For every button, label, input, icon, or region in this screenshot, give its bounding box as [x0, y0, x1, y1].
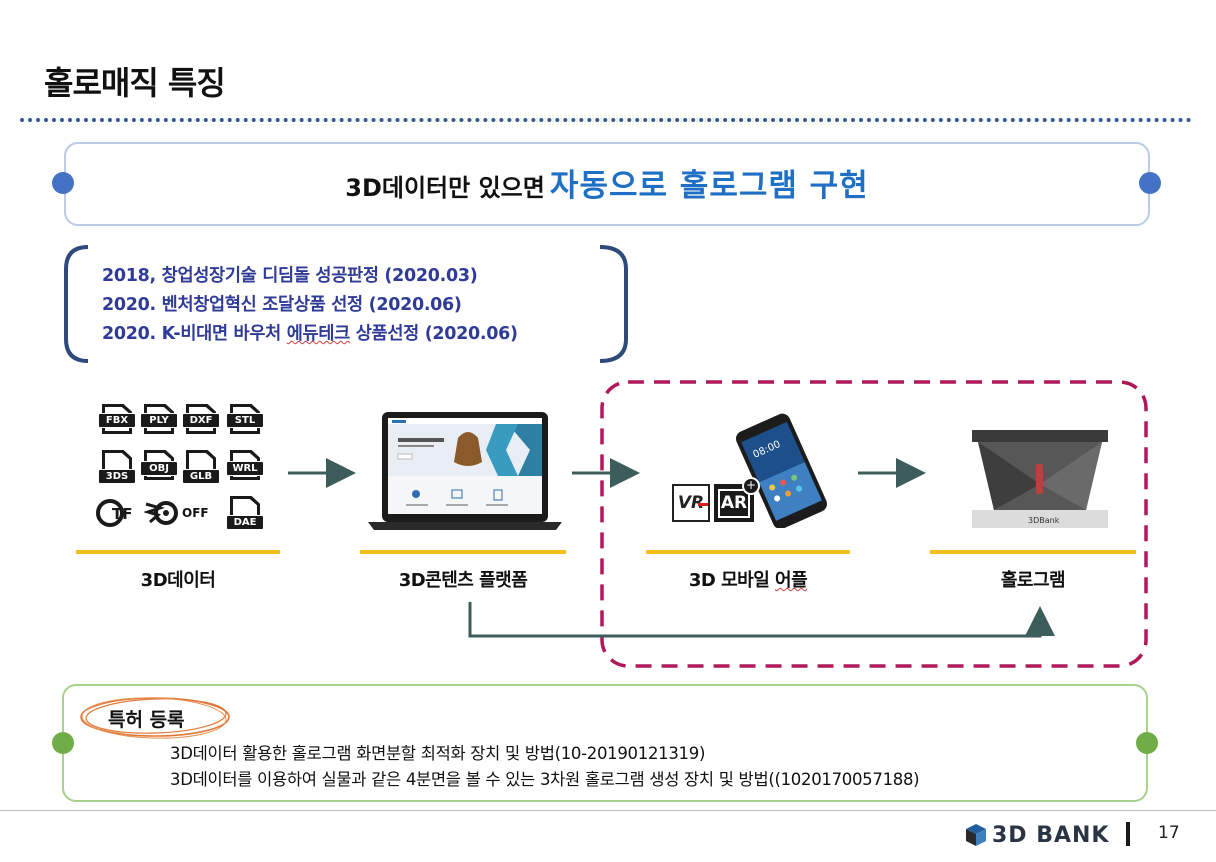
step-bar: [930, 550, 1136, 554]
headline-prefix: 3D데이터만 있으면: [345, 174, 545, 202]
step-bar: [646, 550, 850, 554]
smartphone-icon: 08:00 VR AR +: [668, 412, 834, 530]
headline: 3D데이터만 있으면 자동으로 홀로그램 구현: [64, 160, 1150, 205]
wrl-file-icon: WRL: [226, 450, 264, 480]
file-formats-icon: FBX PLY DXF STL 3DS OBJ GLB WRL TF OFF D…: [96, 402, 276, 532]
headline-box: [64, 142, 1150, 226]
headline-right-dot: [1139, 172, 1161, 194]
svg-text:TF: TF: [112, 505, 132, 523]
page-number: 17: [1158, 823, 1180, 843]
step-label-mobile-app-text: 3D 모바일 어플: [688, 570, 808, 591]
patent-item: 3D데이터를 이용하여 실물과 같은 4분면을 볼 수 있는 3차원 홀로그램 …: [170, 770, 920, 789]
glb-file-icon: GLB: [182, 450, 220, 484]
page-title: 홀로매직 특징: [44, 64, 226, 102]
title-divider: [20, 118, 1192, 122]
blender-icon: [144, 501, 178, 525]
step-label-hologram: 홀로그램: [1000, 570, 1066, 591]
step-label-mobile-app-underlined: 어플: [775, 570, 808, 591]
cert-item-text: 2020. K-비대면 바우처: [102, 324, 287, 344]
step-bar: [360, 550, 566, 554]
fbx-file-icon: FBX: [98, 404, 136, 434]
cert-item: 2020. 벤처창업혁신 조달상품 선정 (2020.06): [102, 295, 462, 315]
patent-right-dot: [1136, 732, 1158, 754]
cert-brackets: [64, 245, 628, 363]
step-label-3d-data: 3D데이터: [140, 570, 216, 591]
patent-list: 3D데이터 활용한 홀로그램 화면분할 최적화 장치 및 방법(10-20190…: [170, 741, 920, 793]
arrow-platform-to-hologram: [468, 602, 1055, 638]
step-label-platform: 3D콘텐츠 플랫폼: [398, 570, 528, 591]
dae-file-icon: DAE: [226, 496, 264, 530]
cert-item-underlined: 에듀테크: [286, 324, 351, 344]
hologram-pyramid-icon: 3DBank: [972, 430, 1108, 528]
cert-item: 2020. K-비대면 바우처 에듀테크 상품선정 (2020.06): [102, 320, 518, 349]
cert-item: 2018, 창업성장기술 디딤돌 성공판정 (2020.03): [102, 266, 478, 286]
vr-badge-icon: VR: [672, 484, 710, 522]
step-label-mobile-app: 3D 모바일 어플: [646, 566, 850, 592]
ply-file-icon: PLY: [140, 404, 178, 434]
stl-file-icon: STL: [226, 404, 264, 434]
patent-box: [62, 684, 1148, 802]
cert-item-text: 상품선정 (2020.06): [349, 324, 518, 344]
3dbank-logo-text: 3D BANK: [992, 823, 1110, 848]
certification-list: 2018, 창업성장기술 디딤돌 성공판정 (2020.03) 2020. 벤처…: [102, 262, 518, 349]
3ds-file-icon: 3DS: [98, 450, 136, 484]
svg-text:3DBank: 3DBank: [1028, 516, 1060, 525]
gltf-logo-icon: TF: [96, 499, 132, 527]
patent-title: 특허 등록: [108, 709, 185, 731]
footer-separator: [1126, 822, 1130, 846]
mobile-hologram-dashed-box: [600, 380, 1148, 668]
patent-item: 3D데이터 활용한 홀로그램 화면분할 최적화 장치 및 방법(10-20190…: [170, 744, 706, 763]
off-format-label: OFF: [182, 506, 209, 520]
patent-title-scribble-circle: [80, 697, 230, 739]
obj-file-icon: OBJ: [140, 450, 178, 480]
dxf-file-icon: DXF: [182, 404, 220, 434]
ar-badge-icon: AR +: [714, 477, 760, 522]
headline-left-dot: [52, 172, 74, 194]
footer-divider: [0, 810, 1216, 811]
step-bar: [76, 550, 280, 554]
patent-left-dot: [52, 732, 74, 754]
phone-device: 08:00: [736, 413, 827, 528]
laptop-icon: [368, 412, 562, 530]
headline-emphasis: 자동으로 홀로그램 구현: [549, 168, 869, 204]
3dbank-logo-icon: [966, 824, 986, 846]
